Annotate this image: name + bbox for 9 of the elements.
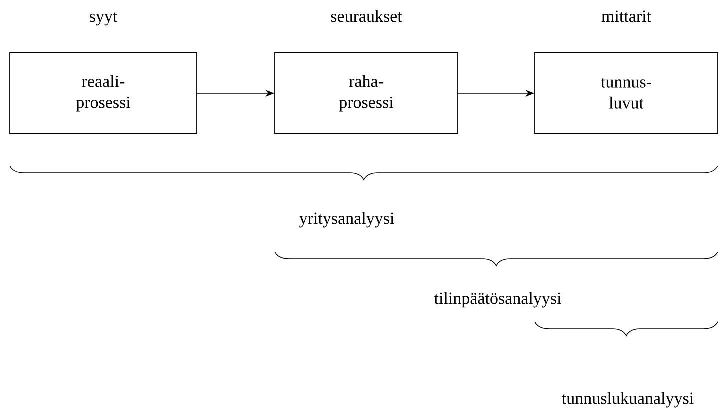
box-heading: seuraukset [331, 10, 402, 22]
analysis-label: tilinpäätösanalyysi [434, 292, 562, 308]
analysis-label: tunnuslukuanalyysi [562, 392, 694, 408]
analysis-label: yritysanalyysi [300, 212, 394, 228]
process-box: tunnus- luvut [534, 52, 718, 134]
process-box: raha- prosessi [274, 52, 458, 134]
box-heading: mittarit [602, 10, 652, 22]
box-heading: syyt [90, 12, 118, 26]
process-box: reaali- prosessi [10, 52, 198, 134]
